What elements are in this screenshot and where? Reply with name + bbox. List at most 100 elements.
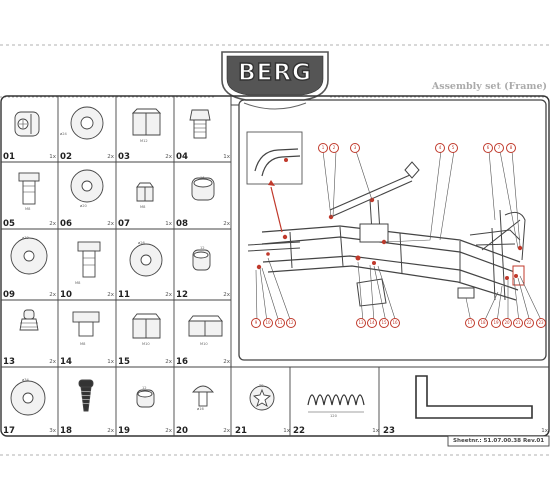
part-number-13: 13	[3, 357, 15, 367]
nut-icon	[131, 108, 162, 136]
part-dimension-22: 120	[330, 414, 337, 418]
torx-bolt-icon	[249, 385, 275, 411]
callout-22: 22	[524, 318, 534, 328]
callout-14: 14	[367, 318, 377, 328]
part-quantity-12: 2x	[223, 292, 230, 298]
sheet-number-box	[447, 435, 550, 447]
callout-7: 7	[494, 143, 504, 153]
berg-logo-text: BERG	[237, 59, 312, 86]
bolt-icon	[72, 311, 100, 337]
callout-18: 18	[478, 318, 488, 328]
part-dimension-17: ø34	[22, 378, 29, 382]
callout-23: 23	[536, 318, 546, 328]
callout-20: 20	[502, 318, 512, 328]
part-quantity-14: 1x	[107, 359, 114, 365]
part-number-15: 15	[118, 357, 130, 367]
part-dimension-10: M8	[75, 281, 81, 285]
part-quantity-02: 2x	[107, 154, 114, 160]
bolt-icon	[18, 172, 40, 205]
bolt-icon	[77, 241, 101, 278]
part-dimension-14: M8	[80, 342, 86, 346]
callout-9: 9	[251, 318, 261, 328]
nut-icon	[132, 313, 161, 339]
part-dimension-07: M8	[140, 205, 146, 209]
part-dimension-21: T8	[259, 384, 264, 388]
part-quantity-22: 1x	[372, 428, 379, 434]
part-quantity-18: 2x	[107, 428, 114, 434]
part-number-22: 22	[293, 426, 305, 436]
callout-4: 4	[435, 143, 445, 153]
part-quantity-09: 2x	[49, 292, 56, 298]
part-number-11: 11	[118, 290, 130, 300]
screw-icon	[78, 379, 94, 412]
part-dimension-09: ø30	[22, 236, 29, 240]
part-dimension-03: M12	[140, 139, 148, 143]
part-quantity-23: 1x	[541, 428, 548, 434]
part-number-18: 18	[60, 426, 72, 436]
callout-11: 11	[275, 318, 285, 328]
part-quantity-19: 2x	[165, 428, 172, 434]
washer-icon	[129, 243, 163, 277]
zoom-arrow-head	[268, 180, 275, 186]
part-number-12: 12	[176, 290, 188, 300]
part-quantity-04: 1x	[223, 154, 230, 160]
part-quantity-08: 2x	[223, 221, 230, 227]
sheet-number: Sheetnr.: 51.07.00.38 Rev.01	[453, 438, 545, 444]
washer-icon	[10, 237, 48, 275]
part-number-09: 09	[3, 290, 15, 300]
callout-2: 2	[329, 143, 339, 153]
nut-icon	[136, 182, 154, 202]
washer-icon	[70, 169, 104, 203]
zoom-arrow	[270, 186, 283, 233]
part-dimension-05: M8	[25, 207, 31, 211]
rivet-icon	[192, 385, 214, 407]
part-number-14: 14	[60, 357, 72, 367]
part-quantity-17: 3x	[49, 428, 56, 434]
frame-diagram	[246, 131, 526, 307]
callout-6: 6	[483, 143, 493, 153]
part-number-20: 20	[176, 426, 188, 436]
callout-15: 15	[379, 318, 389, 328]
callout-8: 8	[506, 143, 516, 153]
part-number-03: 03	[118, 152, 130, 162]
part-dimension-20: ø16	[197, 407, 204, 411]
part-number-04: 04	[176, 152, 188, 162]
part-quantity-10: 2x	[107, 292, 114, 298]
part-dimension-12: 12	[200, 246, 205, 250]
part-number-07: 07	[118, 219, 130, 229]
callout-leaders	[255, 150, 543, 323]
part-dimension-08: 16	[200, 176, 205, 180]
part-quantity-01: 1x	[49, 154, 56, 160]
part-quantity-13: 2x	[49, 359, 56, 365]
callout-3: 3	[350, 143, 360, 153]
parts-grid	[1, 96, 549, 436]
part-number-23: 23	[383, 426, 395, 436]
part-dimension-19: 12	[142, 386, 147, 390]
part-quantity-07: 1x	[165, 221, 172, 227]
part-quantity-05: 2x	[49, 221, 56, 227]
callout-16: 16	[390, 318, 400, 328]
callout-5: 5	[448, 143, 458, 153]
callout-1: 1	[318, 143, 328, 153]
part-dimension-11: ø26	[138, 241, 145, 245]
part-number-02: 02	[60, 152, 72, 162]
bolt-end-icon	[14, 111, 40, 137]
part-dimension-16: M10	[200, 342, 208, 346]
part-number-06: 06	[60, 219, 72, 229]
outer-frame	[0, 95, 550, 437]
part-quantity-21: 1x	[283, 428, 290, 434]
nut-icon	[188, 315, 223, 337]
callout-17: 17	[465, 318, 475, 328]
part-dimension-02: ø24	[60, 132, 67, 136]
bolt-icon	[189, 109, 211, 139]
part-quantity-03: 2x	[165, 154, 172, 160]
page-title: Assembly set (Frame)	[431, 81, 547, 92]
bushing-icon	[192, 249, 211, 271]
part-number-19: 19	[118, 426, 130, 436]
part-quantity-11: 2x	[165, 292, 172, 298]
callout-12: 12	[286, 318, 296, 328]
part-number-16: 16	[176, 357, 188, 367]
grease-nipple-icon	[19, 309, 39, 331]
part-quantity-06: 2x	[107, 221, 114, 227]
